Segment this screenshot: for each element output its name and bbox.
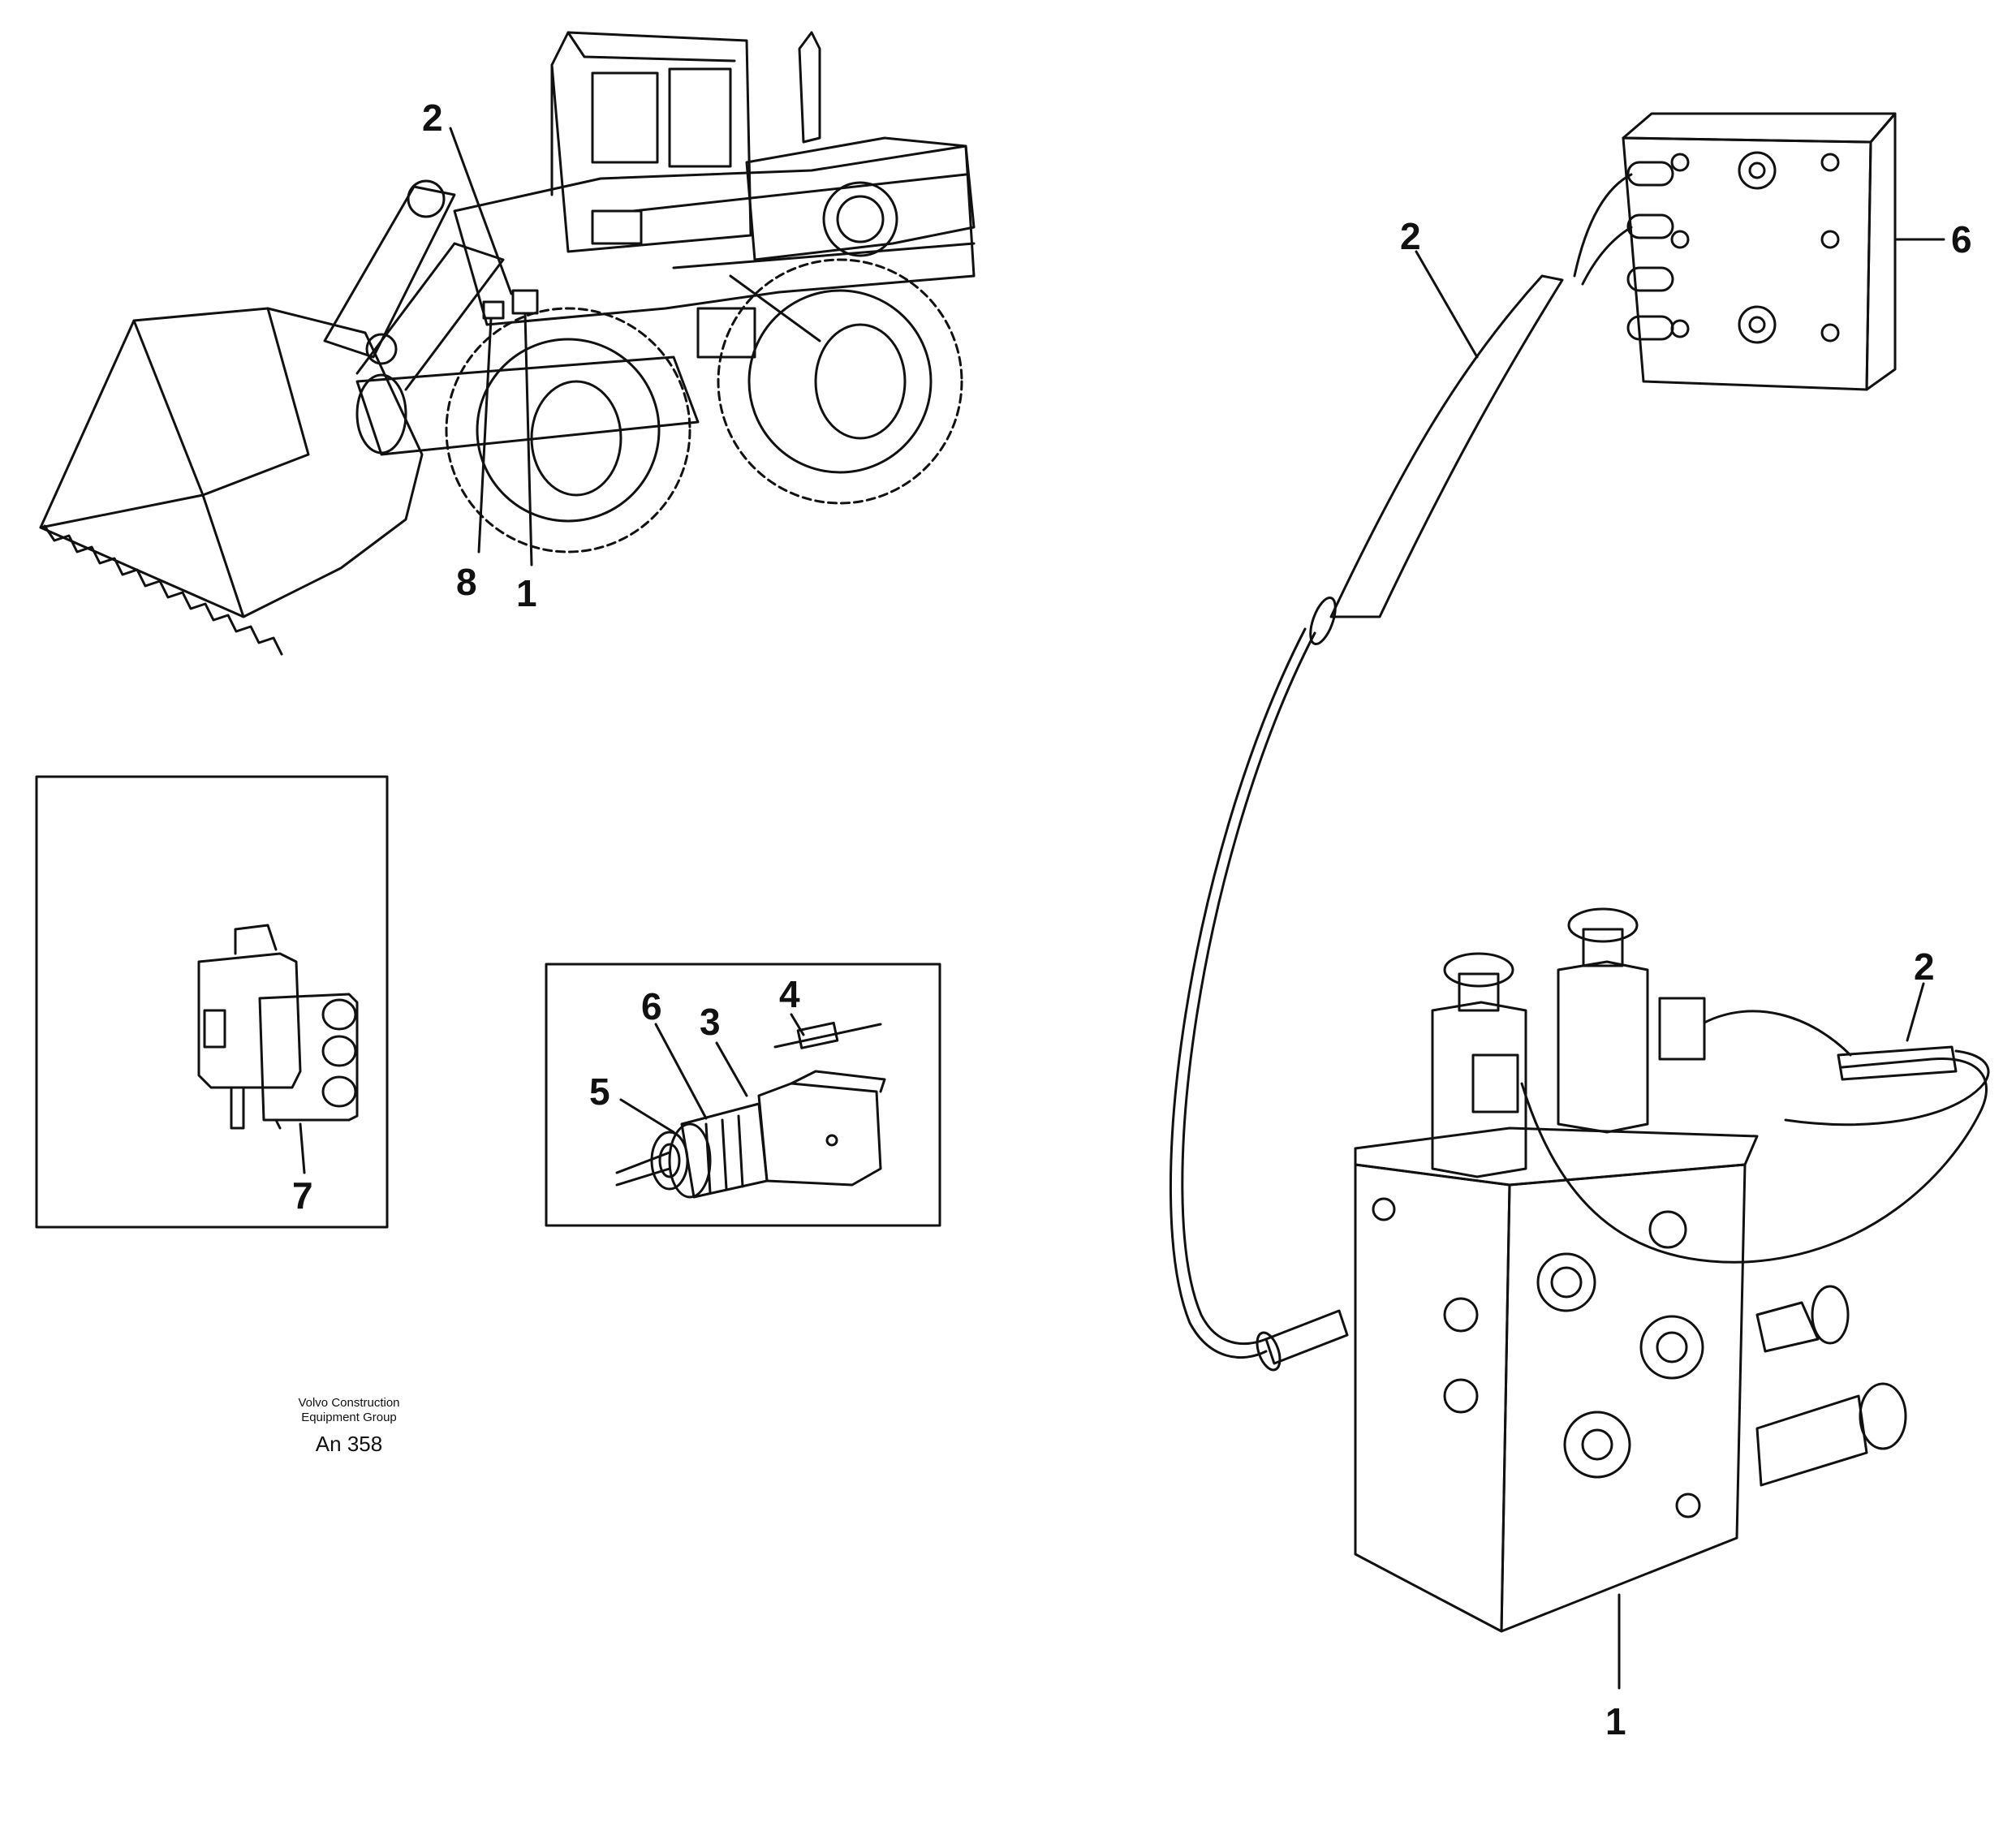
leader-loader-1 xyxy=(525,313,532,565)
leader-loader-8 xyxy=(479,318,491,552)
leader-inset-3 xyxy=(717,1043,747,1096)
company-caption: Volvo Construction Equipment Group An 35… xyxy=(243,1396,454,1457)
leader-cable-2-top xyxy=(1416,252,1477,357)
callout-box-6: 6 xyxy=(1951,218,1972,261)
callout-valve-1: 1 xyxy=(1605,1700,1626,1742)
company-name-line2: Equipment Group xyxy=(301,1411,397,1424)
callout-inset-3: 3 xyxy=(700,1001,721,1043)
callout-cable-2-top: 2 xyxy=(1400,215,1421,257)
wheel-loader-illustration xyxy=(41,32,974,654)
callout-inset-6: 6 xyxy=(641,985,662,1027)
control-box-illustration xyxy=(1623,114,1895,390)
drawing-number: An 358 xyxy=(315,1432,383,1456)
connector-inset xyxy=(37,777,387,1227)
cable-illustration xyxy=(1170,174,1631,1373)
callout-loader-8: 8 xyxy=(456,561,477,603)
leader-connector-7 xyxy=(300,1124,304,1173)
callout-connector-7: 7 xyxy=(292,1174,313,1217)
leader-inset-6 xyxy=(656,1024,706,1118)
leader-inset-4 xyxy=(791,1014,803,1035)
leader-loader-2 xyxy=(450,128,511,294)
valve-block-illustration xyxy=(1355,909,1988,1631)
leader-valve-2 xyxy=(1907,984,1923,1040)
callout-inset-5: 5 xyxy=(589,1070,610,1113)
leader-inset-5 xyxy=(621,1100,674,1132)
callout-loader-2: 2 xyxy=(422,97,443,139)
callout-inset-4: 4 xyxy=(779,973,800,1015)
callout-loader-1: 1 xyxy=(516,572,537,614)
sensor-inset xyxy=(546,964,940,1225)
company-name-line1: Volvo Construction xyxy=(298,1396,400,1410)
callout-valve-2: 2 xyxy=(1914,945,1935,988)
